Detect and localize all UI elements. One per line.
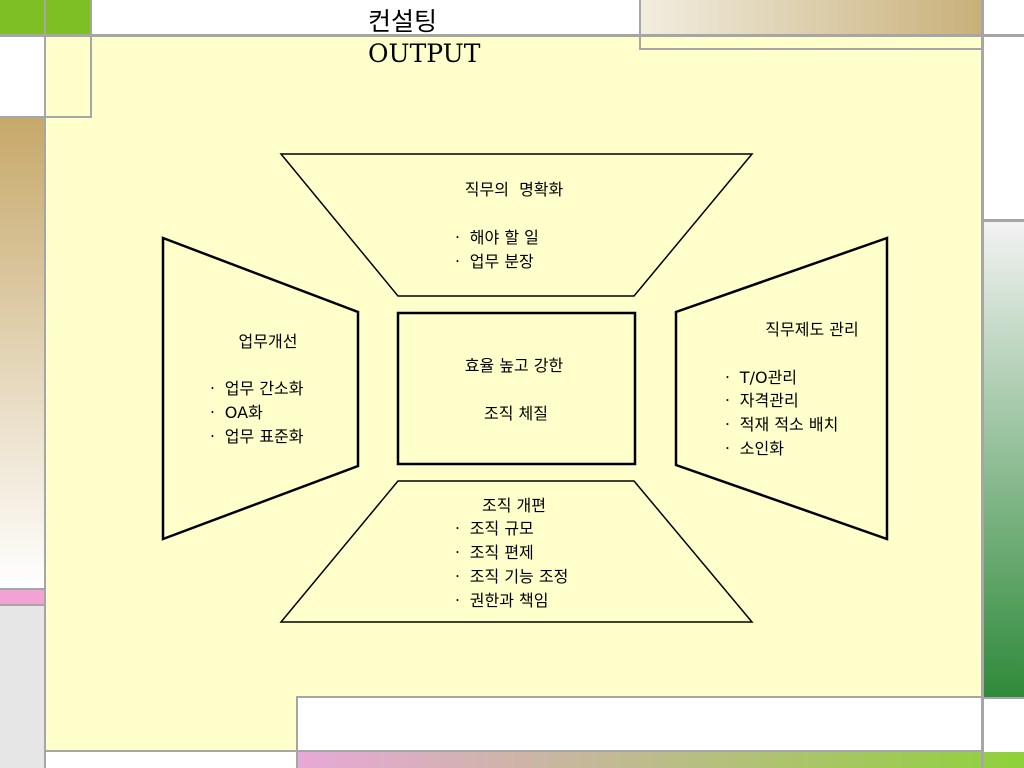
center-box: [396, 311, 637, 466]
slide-title: 컨설팅 OUTPUT: [368, 6, 480, 70]
title-line-2: OUTPUT: [368, 39, 481, 68]
grid-line: [981, 0, 984, 768]
bottom-left-gray-block: [0, 606, 44, 768]
grid-line: [0, 588, 44, 590]
left-pink-strip: [0, 590, 44, 604]
grid-line: [0, 116, 92, 118]
center-line-1: 효율 높고 강한: [465, 356, 564, 375]
bottom-heading: 조직 개편: [482, 496, 546, 515]
right-item: ㆍ 자격관리: [720, 391, 799, 410]
bottom-item: ㆍ 조직 규모: [450, 519, 534, 538]
grid-line: [0, 34, 1024, 37]
right-item: ㆍ 소인화: [720, 439, 784, 458]
grid-line: [639, 0, 641, 50]
bottom-pink-green-strip: [298, 752, 1024, 768]
left-heading: 업무개선: [239, 332, 298, 351]
grid-line: [44, 0, 46, 768]
top-item: ㆍ 업무 분장: [450, 252, 534, 271]
right-item: ㆍ 적재 적소 배치: [720, 415, 838, 434]
top-heading: 직무의 명확화: [465, 180, 564, 199]
grid-line: [0, 604, 44, 606]
grid-line: [46, 750, 981, 752]
right-green-gradient: [984, 222, 1024, 697]
top-item: ㆍ 해야 할 일: [450, 228, 539, 247]
bottom-item: ㆍ 권한과 책임: [450, 591, 549, 610]
right-item: ㆍ T/O관리: [720, 368, 797, 387]
center-line-2: 조직 체질: [484, 404, 548, 423]
right-trapezoid: [674, 236, 889, 541]
top-trapezoid: [279, 153, 754, 297]
grid-line: [90, 0, 92, 118]
bottom-trapezoid: [279, 480, 754, 623]
bottom-right-white-box: [298, 698, 981, 750]
left-item: ㆍ 업무 간소화: [205, 379, 304, 398]
bottom-item: ㆍ 조직 편제: [450, 543, 534, 562]
bottom-item: ㆍ 조직 기능 조정: [450, 567, 568, 586]
grid-line: [639, 48, 981, 50]
grid-line: [296, 698, 298, 768]
top-right-gold-block: [641, 0, 981, 34]
left-trapezoid: [161, 236, 360, 541]
title-line-1: 컨설팅: [368, 7, 438, 36]
right-heading: 직무제도 관리: [765, 320, 858, 339]
left-item: ㆍ OA화: [205, 403, 263, 422]
left-gold-strip: [0, 118, 44, 588]
grid-line: [984, 219, 1024, 222]
left-item: ㆍ 업무 표준화: [205, 427, 304, 446]
grid-line: [296, 696, 981, 698]
grid-line: [984, 697, 1024, 699]
